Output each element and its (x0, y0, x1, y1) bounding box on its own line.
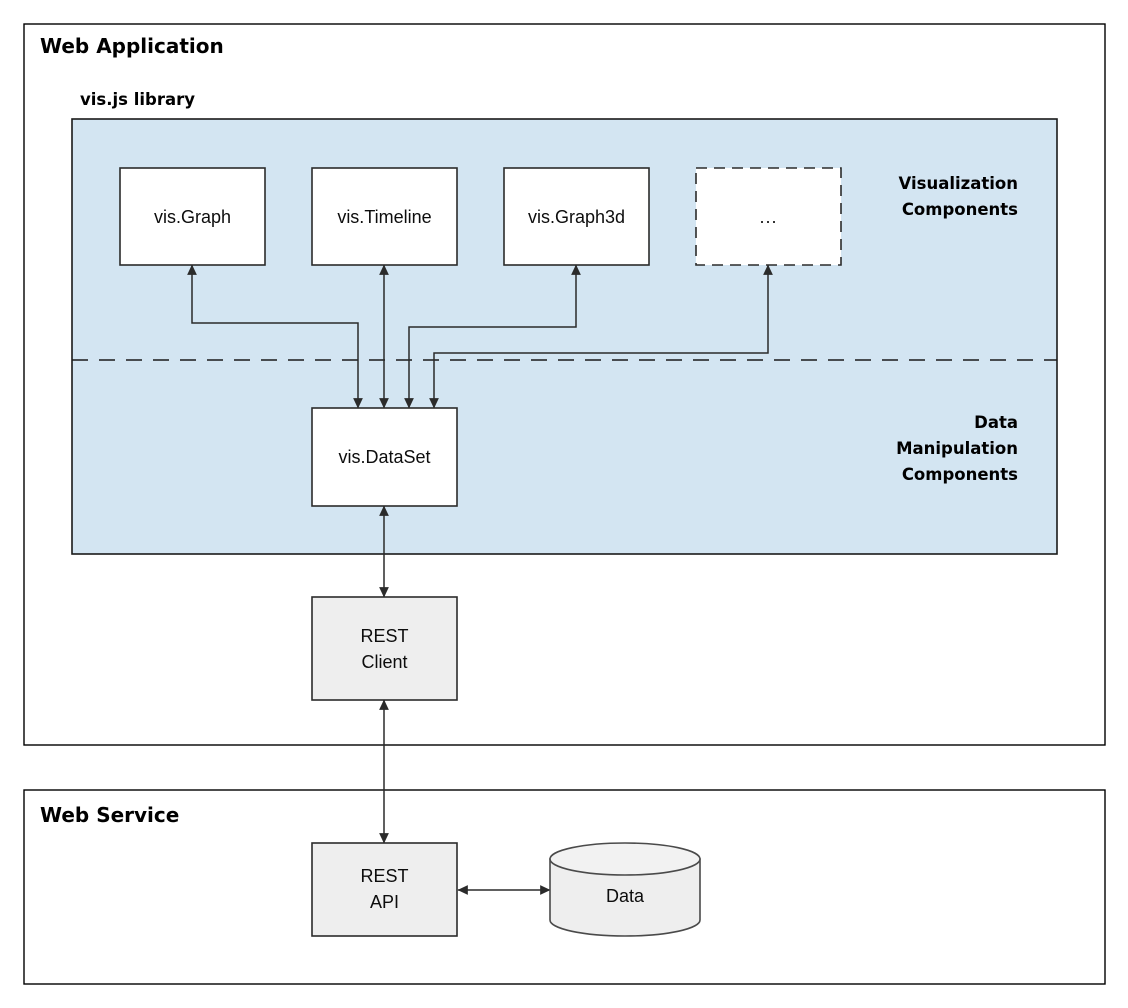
vis-graph-box[interactable] (119, 167, 266, 266)
label-visualization-components: Visualization Components (898, 174, 1018, 219)
data-manipulation-line-2: Manipulation (896, 439, 1018, 458)
connector-more-to-dataset (429, 264, 773, 409)
visualization-components-line-1: Visualization (898, 174, 1018, 193)
vis-timeline-box[interactable] (311, 167, 458, 266)
vis-graph-label: vis.Graph (154, 207, 231, 227)
vis-graph3d-label: vis.Graph3d (528, 207, 625, 227)
rest-api-label-line-2: API (370, 892, 399, 912)
vis-graph3d-box[interactable] (503, 167, 650, 266)
data-manipulation-line-1: Data (974, 413, 1018, 432)
web-application-title: Web Application (40, 34, 224, 58)
data-store-cylinder-top (549, 842, 701, 876)
web-service-title: Web Service (40, 803, 179, 827)
vis-dataset-label: vis.DataSet (338, 447, 430, 467)
visualization-components-line-2: Components (902, 200, 1018, 219)
more-components-box[interactable] (695, 167, 842, 266)
rest-client-label-line-2: Client (361, 652, 407, 672)
vis-timeline-label: vis.Timeline (337, 207, 431, 227)
more-components-label: ... (759, 207, 777, 227)
node-vis-dataset[interactable]: vis.DataSet (311, 407, 458, 507)
label-data-manipulation-components: Data Manipulation Components (896, 413, 1018, 484)
rest-client-box[interactable] (311, 596, 458, 701)
data-manipulation-line-3: Components (902, 465, 1018, 484)
node-vis-timeline[interactable]: vis.Timeline (311, 167, 458, 266)
vis-js-library-title: vis.js library (80, 90, 195, 109)
node-more-components[interactable]: ... (695, 167, 842, 266)
node-vis-graph[interactable]: vis.Graph (119, 167, 266, 266)
data-store-label: Data (606, 886, 645, 906)
vis-dataset-box[interactable] (311, 407, 458, 507)
data-store-cylinder-body[interactable] (549, 858, 701, 937)
node-data-store[interactable]: Data (549, 842, 701, 937)
node-rest-api[interactable]: REST API (311, 842, 458, 937)
connector-graph-to-dataset (187, 264, 363, 409)
node-vis-graph3d[interactable]: vis.Graph3d (503, 167, 650, 266)
rest-client-label-line-1: REST (360, 626, 408, 646)
node-rest-client[interactable]: REST Client (311, 596, 458, 701)
rest-api-box[interactable] (311, 842, 458, 937)
rest-api-label-line-1: REST (360, 866, 408, 886)
